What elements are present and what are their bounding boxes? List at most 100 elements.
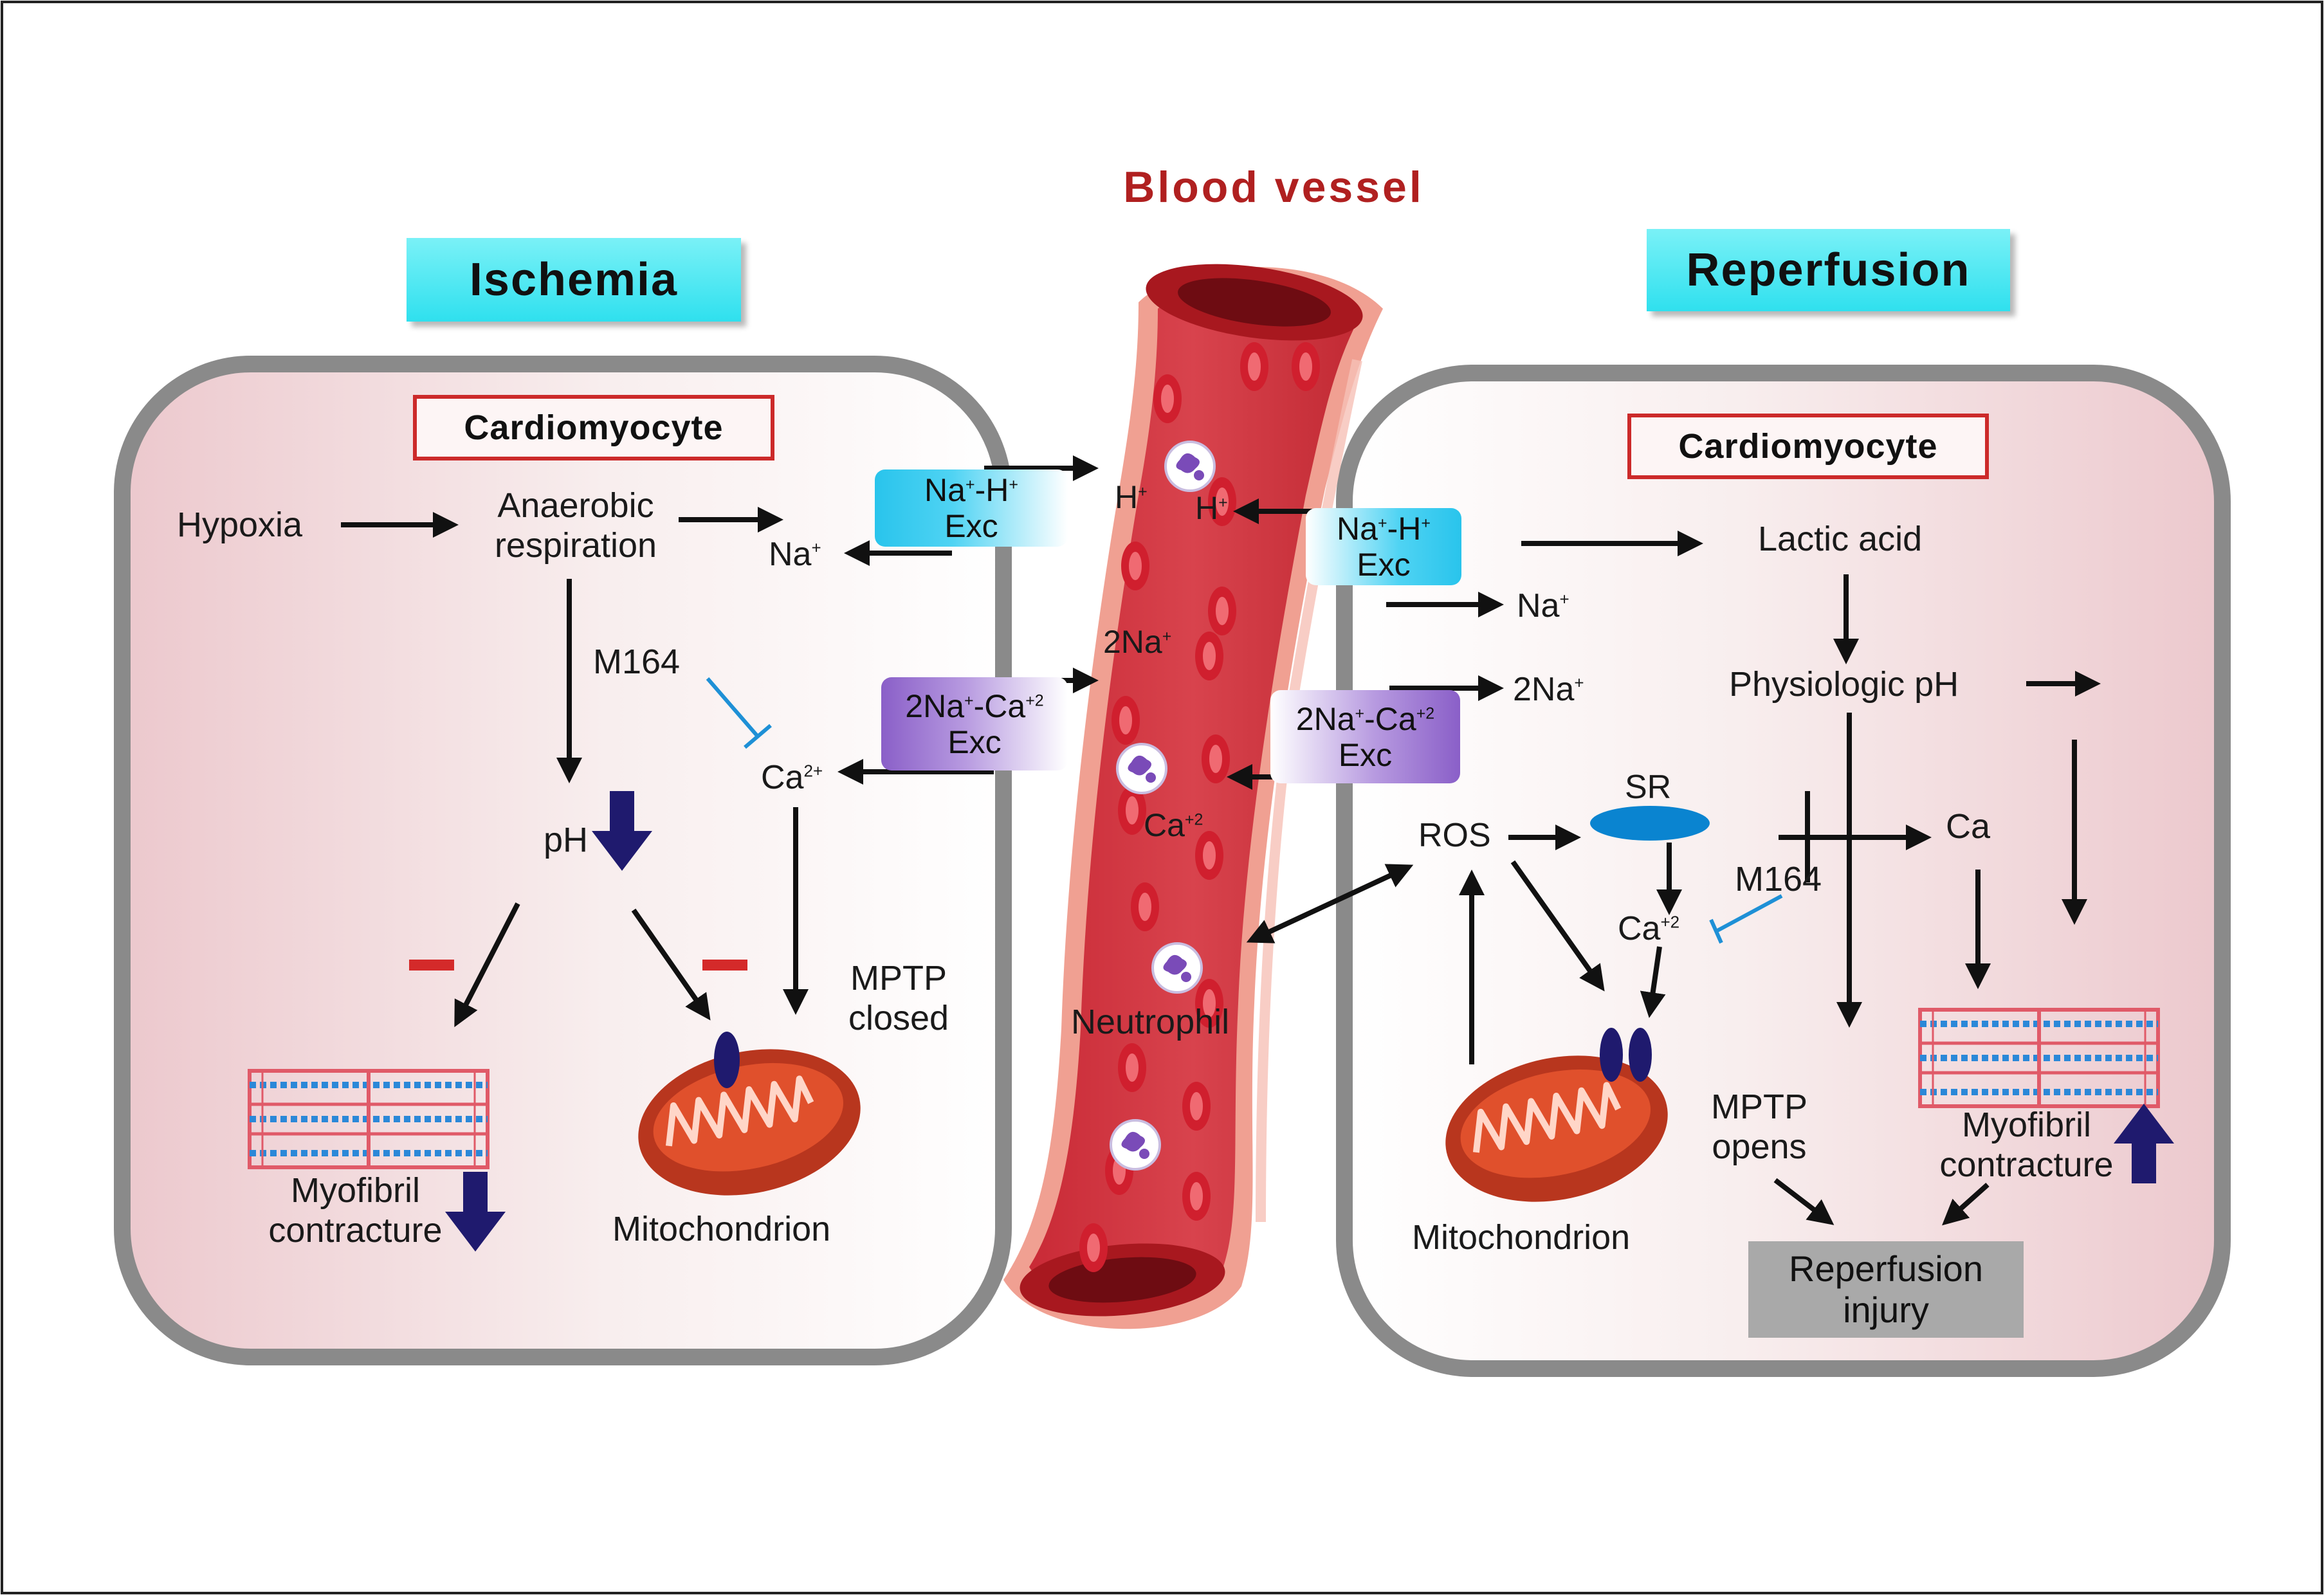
h-symbol: -H [974, 472, 1009, 508]
sr-text: SR [1625, 769, 1672, 806]
na-charge: + [1574, 673, 1584, 693]
ca-right-text: Ca+2 [1618, 910, 1679, 949]
red-blood-cell [1195, 632, 1223, 680]
cardiomyocyte-label-left: Cardiomyocyte [413, 395, 774, 460]
blood-vessel [1003, 264, 1383, 1329]
na-h-exchanger-right: Na+-H+ Exc [1306, 508, 1461, 585]
h-charge: + [1421, 514, 1431, 533]
red-blood-cell [1121, 542, 1149, 590]
anaerobic-line1: Anaerobic [497, 486, 654, 525]
mitochondrion-left-text: Mitochondrion [612, 1210, 831, 1248]
minus-icon [409, 960, 454, 971]
h-symbol: H [1115, 479, 1139, 515]
anaerobic-respiration-text: Anaerobic respiration [470, 486, 682, 565]
na-h-exchanger-left: Na+-H+ Exc [875, 469, 1068, 547]
m164-left-text: M164 [593, 643, 681, 681]
ca-charge: 2+ [803, 761, 823, 781]
na-symbol: Na [769, 536, 812, 573]
h-charge: + [1138, 482, 1148, 501]
hypoxia-text: Hypoxia [177, 506, 303, 544]
neutrophil-ros-arrow [1246, 864, 1414, 943]
ca-charge: +2 [1184, 810, 1203, 829]
ca-vessel-text: Ca+2 [1144, 807, 1203, 844]
na-charge: + [811, 538, 821, 558]
injury-line1: Reperfusion [1789, 1248, 1983, 1289]
exchanger-exc: Exc [1357, 547, 1411, 583]
myofibril-line1: Myofibril [1961, 1106, 2092, 1144]
myofibril-line1: Myofibril [290, 1171, 421, 1210]
na-charge: + [1377, 514, 1387, 533]
red-blood-cell [1131, 882, 1159, 931]
na-symbol: Na [1337, 511, 1378, 547]
exchanger-exc: Exc [947, 724, 1002, 760]
red-blood-cell [1112, 696, 1140, 745]
exchanger-exc: Exc [1338, 736, 1393, 773]
mptp-channel-icon [1629, 1028, 1652, 1082]
na-symbol: 2Na [1295, 700, 1355, 737]
ca-charge: +2 [1660, 912, 1680, 932]
h-left-vessel-text: H+ [1115, 479, 1148, 516]
sr-icon [1590, 806, 1710, 841]
red-blood-cell [1079, 1223, 1108, 1272]
lactic-acid-text: Lactic acid [1758, 520, 1923, 558]
m164-right-text: M164 [1735, 860, 1822, 898]
na-symbol: Na [1517, 587, 1560, 624]
exchanger-name: Na+-H+ [924, 472, 1018, 508]
injury-line2: injury [1843, 1290, 1929, 1330]
reperfusion-label: Reperfusion [1647, 229, 2010, 311]
myofibril-line2: contracture [1939, 1145, 2114, 1185]
exchanger-name: Na+-H+ [1337, 511, 1431, 547]
mptp-opens-text: MPTP opens [1688, 1087, 1830, 1167]
h-symbol: H [1195, 490, 1219, 526]
na-charge: + [1559, 589, 1569, 609]
inhibition-lines [706, 677, 1783, 944]
ph-text: pH [544, 821, 589, 859]
reperfusion-injury-box: Reperfusion injury [1748, 1241, 2024, 1338]
na-ca-exchanger-left: 2Na+-Ca+2 Exc [881, 677, 1068, 770]
red-blood-cell [1292, 342, 1320, 391]
h-charge: + [1009, 475, 1018, 494]
neutrophil-cell [1164, 441, 1216, 492]
red-blood-cell [1182, 1172, 1211, 1221]
myofibril-contracture-left-text: Myofibril contracture [244, 1171, 466, 1250]
neutrophil-cell [1110, 1119, 1161, 1171]
na-charge: + [965, 475, 975, 494]
down-arrow-icon [592, 791, 652, 871]
red-blood-cell [1208, 587, 1236, 635]
h-charge: + [1218, 493, 1228, 512]
down-arrow-icon [445, 1172, 506, 1252]
exchanger-name: 2Na+-Ca+2 [1296, 701, 1434, 737]
ca-charge: +2 [1025, 691, 1044, 709]
h-right-vessel-text: H+ [1195, 490, 1228, 527]
myofibril-line2: contracture [268, 1211, 443, 1250]
pathway-arrows-right [1227, 498, 2101, 1226]
mptp-channel-icon [1600, 1028, 1623, 1082]
na-charge: + [964, 691, 974, 709]
ca-symbol: Ca [1144, 807, 1185, 843]
2na-right-text: 2Na+ [1513, 671, 1584, 709]
ca-charge: +2 [1416, 704, 1435, 722]
anaerobic-line2: respiration [494, 526, 657, 565]
neutrophil-cell [1151, 942, 1203, 994]
red-blood-cell [1202, 734, 1230, 783]
mptp-closed-text: MPTP closed [825, 958, 973, 1038]
physiologic-ph-text: Physiologic pH [1729, 665, 1959, 704]
mptp-line1: MPTP [850, 959, 947, 998]
ca-symbol: -Ca [973, 688, 1026, 724]
na-left-text: Na+ [769, 536, 821, 574]
na-symbol: Na [924, 472, 965, 508]
mitochondrion-right-text: Mitochondrion [1412, 1218, 1631, 1257]
h-symbol: -H [1387, 511, 1422, 547]
ca-symbol: -Ca [1364, 700, 1416, 737]
mptp-channel-icon [714, 1032, 740, 1088]
ca-left-text: Ca2+ [761, 759, 823, 798]
na-symbol: 2Na [905, 688, 965, 724]
cardiomyocyte-label-right: Cardiomyocyte [1627, 414, 1989, 479]
neutrophil-cell [1116, 743, 1167, 794]
na-symbol: 2Na [1103, 624, 1162, 660]
exchanger-exc: Exc [944, 508, 998, 544]
ca-top-right-text: Ca [1946, 807, 1991, 846]
ischemia-label: Ischemia [407, 238, 741, 322]
na-charge: + [1355, 704, 1365, 722]
ca-symbol: Ca [1618, 910, 1661, 947]
